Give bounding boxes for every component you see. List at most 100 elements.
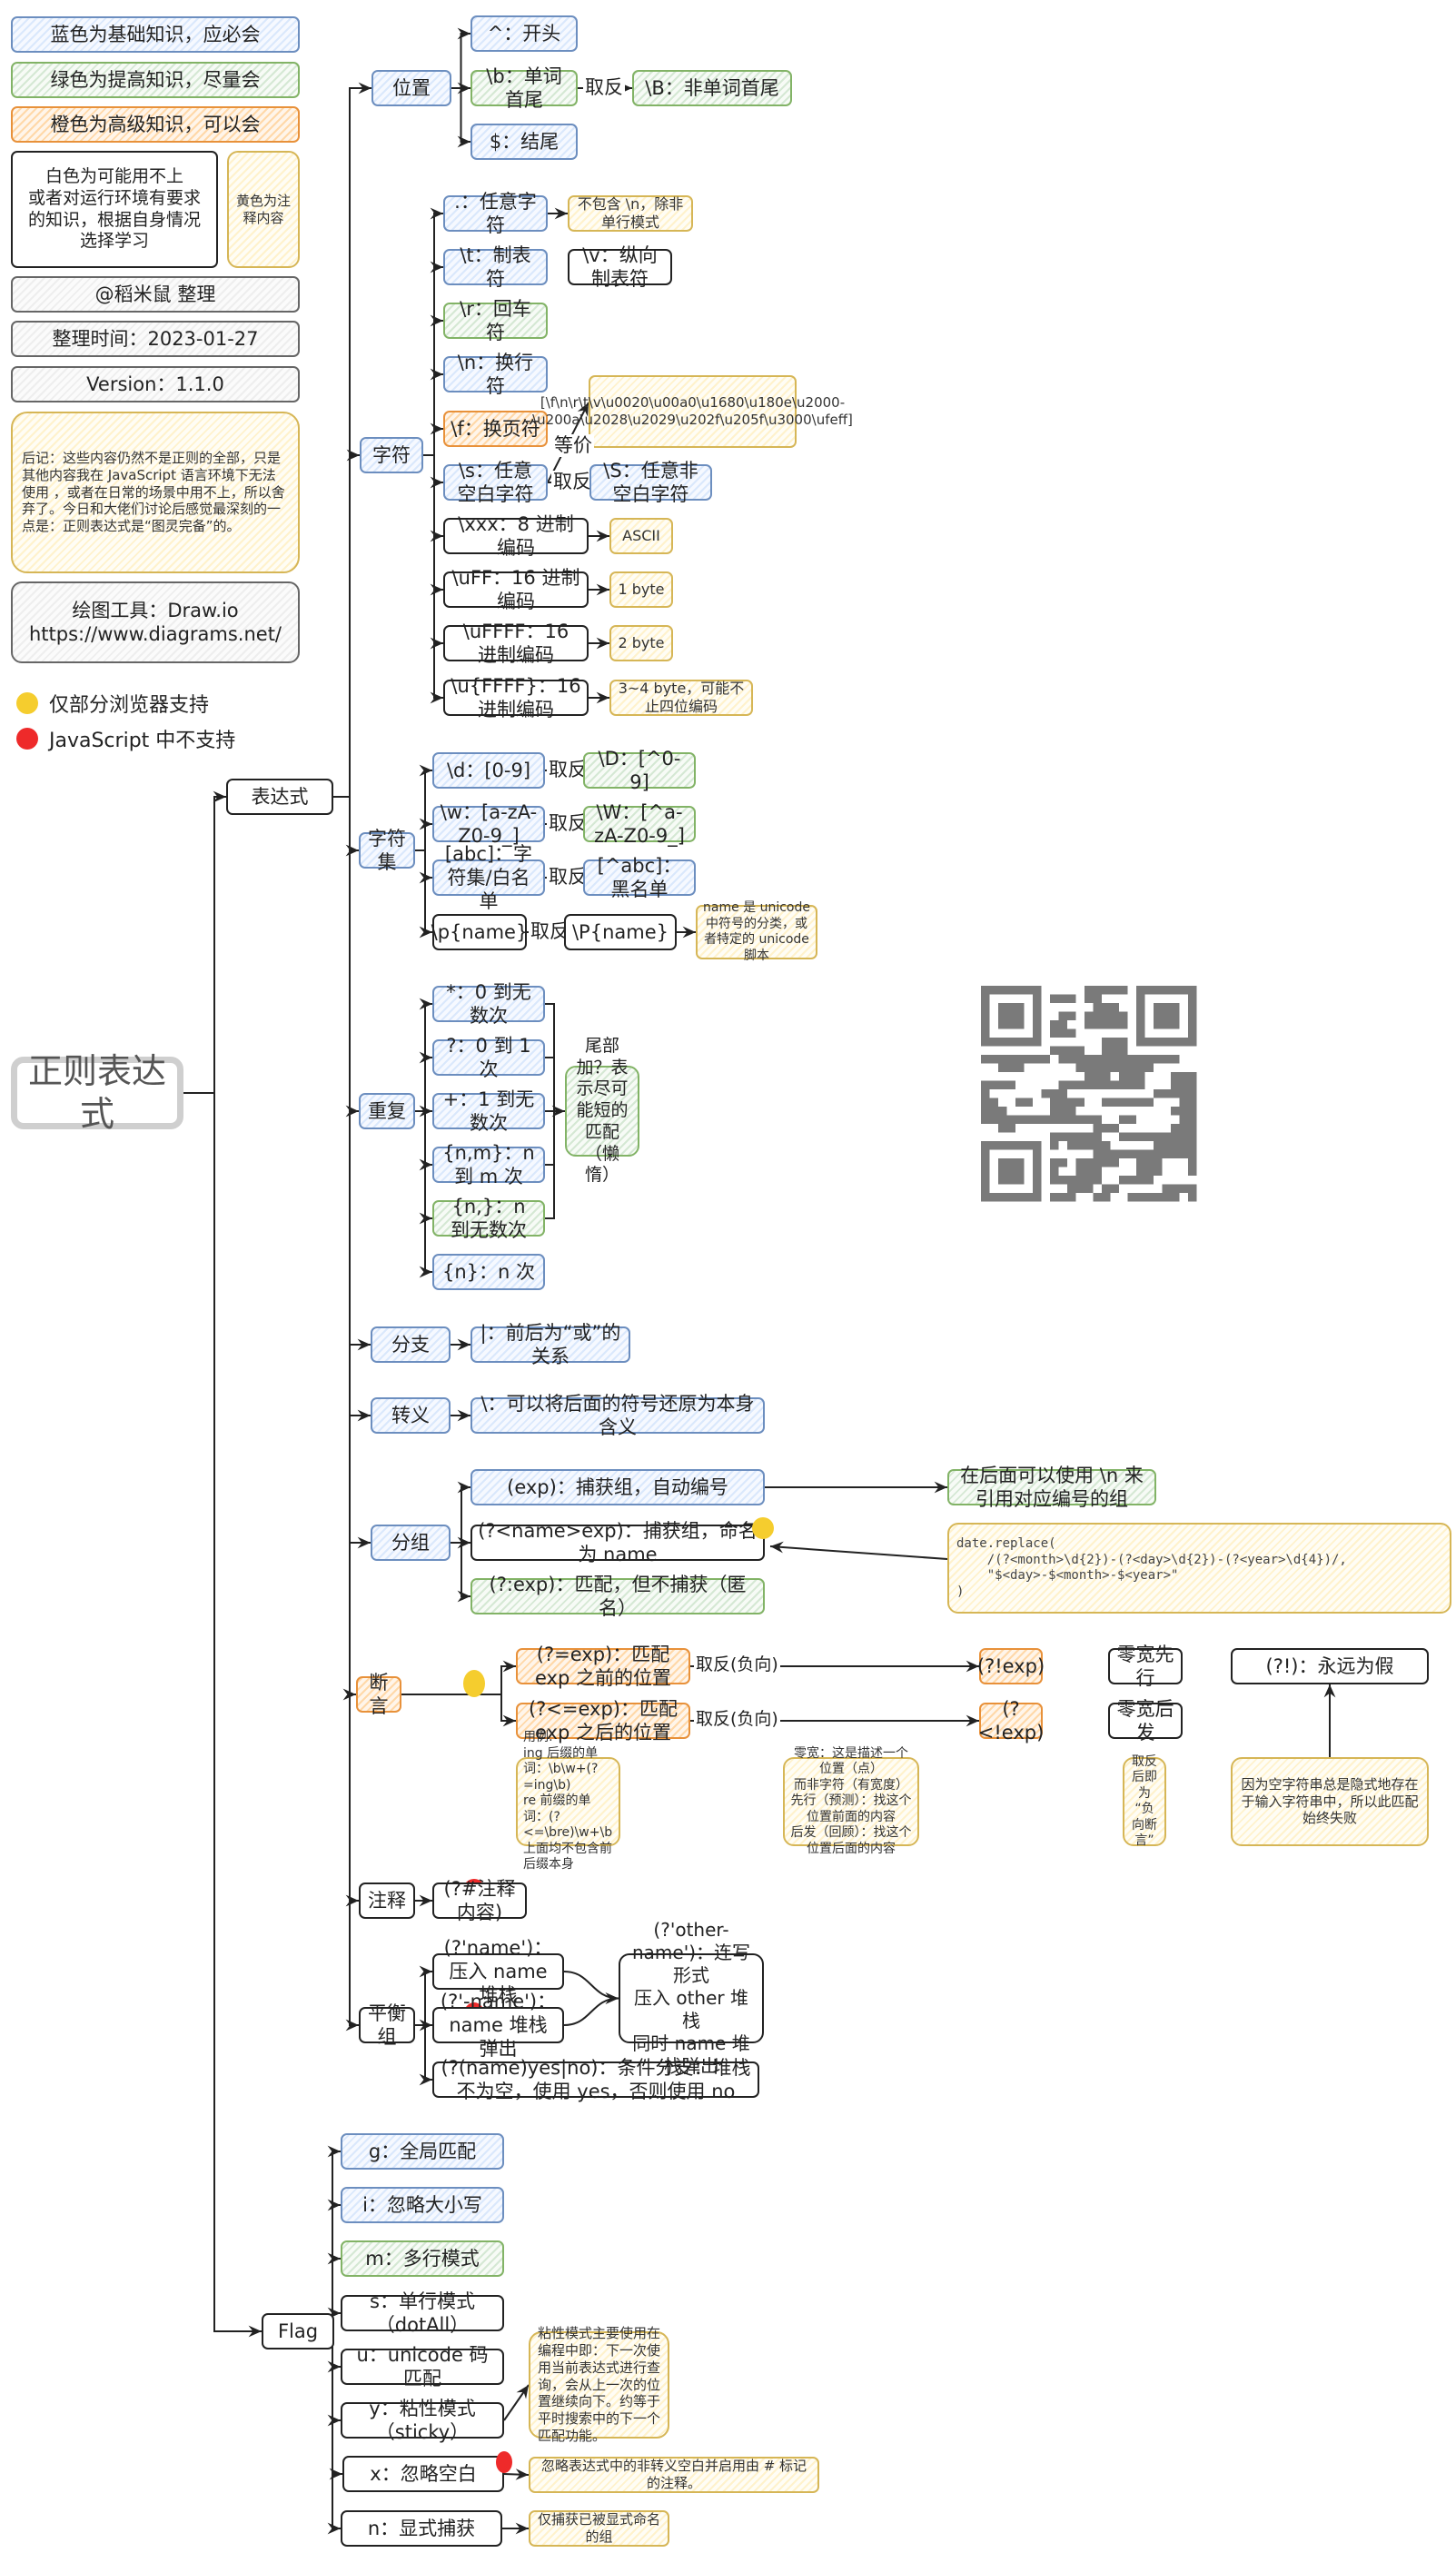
pos-dollar[interactable]: $：结尾 <box>470 124 578 160</box>
cat-position[interactable]: 位置 <box>371 70 451 106</box>
flag-n[interactable]: n：显式捕获 <box>341 2510 502 2547</box>
connector <box>333 796 359 857</box>
note-unicode-prop: name 是 unicode 中符号的分类，或者特定的 unicode 脚本 <box>696 900 817 963</box>
repeat-plus[interactable]: +：1 到无数次 <box>432 1088 545 1134</box>
connector <box>769 1541 948 1560</box>
char-vtab[interactable]: \v：纵向制表符 <box>568 244 672 290</box>
char-non-whitespace[interactable]: \S：任意非空白字符 <box>589 460 712 505</box>
assert-neg-lookbehind[interactable]: (?<!exp) <box>977 1697 1045 1743</box>
note-2byte: 2 byte <box>609 625 673 661</box>
branch-pipe[interactable]: |：前后为“或”的关系 <box>470 1322 630 1367</box>
cat-charset[interactable]: 字符集 <box>359 828 415 873</box>
connector <box>563 1971 619 2004</box>
balance-push[interactable]: (?'name')：压入 name 堆栈 <box>432 1937 564 2006</box>
connector <box>563 1992 619 2026</box>
cat-repeat[interactable]: 重复 <box>359 1093 415 1129</box>
comment-syntax[interactable]: (?#注释内容) <box>432 1878 527 1923</box>
repeat-n-plus[interactable]: {n,}：n 到无数次 <box>432 1196 545 1241</box>
balance-combined[interactable]: (?'other-name')：连写形式 压入 other 堆栈 同时 name… <box>619 1919 764 2077</box>
node-flag[interactable]: Flag <box>262 2313 334 2349</box>
char-hex-braced[interactable]: \u{FFFF}：16 进制编码 <box>443 675 589 720</box>
connector <box>401 1694 516 1727</box>
char-lf[interactable]: \n：换行符 <box>443 352 548 397</box>
escape-backslash[interactable]: \：可以将后面的符号还原为本身含义 <box>470 1393 765 1438</box>
assert-always-false[interactable]: (?!)：永远为假 <box>1231 1648 1429 1684</box>
repeat-n[interactable]: {n}：n 次 <box>432 1254 545 1290</box>
connector <box>451 1542 470 1603</box>
group-capture[interactable]: (exp)：捕获组，自动编号 <box>470 1469 765 1505</box>
pos-word-boundary[interactable]: \b：单词首尾 <box>470 65 578 111</box>
connector <box>423 454 443 542</box>
connector <box>327 2330 341 2535</box>
flag-m[interactable]: m：多行模式 <box>341 2240 504 2277</box>
pos-caret[interactable]: ^：开头 <box>470 15 578 52</box>
node-expression[interactable]: 表达式 <box>226 779 333 815</box>
connector <box>503 2469 530 2480</box>
cat-branch[interactable]: 分支 <box>371 1326 451 1363</box>
cat-chars[interactable]: 字符 <box>360 437 423 473</box>
char-hex-ffff[interactable]: \uFFFF：16 进制编码 <box>443 621 589 666</box>
charset-non-word[interactable]: \W：[^a-zA-Z0-9_] <box>583 801 696 847</box>
char-tab[interactable]: \t：制表符 <box>443 244 548 290</box>
char-hex-ff[interactable]: \uFF：16 进制编码 <box>443 567 589 612</box>
cat-comment[interactable]: 注释 <box>359 1883 415 1919</box>
connector <box>415 849 432 939</box>
qr-code <box>981 986 1197 1202</box>
repeat-question[interactable]: ?：0 到 1 次 <box>432 1035 545 1080</box>
char-octal[interactable]: \xxx：8 进制编码 <box>443 513 589 559</box>
assert-lookbehind[interactable]: (?<=exp)：匹配 exp 之后的位置 <box>516 1698 690 1743</box>
char-dot[interactable]: .：任意字符 <box>443 191 548 236</box>
flag-x[interactable]: x：忽略空白 <box>342 2456 504 2492</box>
connector <box>423 207 443 456</box>
equivalent-label: 等价 <box>552 434 594 458</box>
legend-white: 白色为可能用不上 或者对运行环境有要求 的知识，根据自身情况 选择学习 <box>11 151 218 268</box>
pos-non-word-boundary[interactable]: \B：非单词首尾 <box>632 70 792 106</box>
unsupported-dot-icon <box>16 728 38 750</box>
cat-escape[interactable]: 转义 <box>371 1397 451 1434</box>
cat-group[interactable]: 分组 <box>371 1525 451 1561</box>
cat-assert[interactable]: 断言 <box>356 1672 401 1717</box>
connector <box>415 2024 432 2086</box>
cat-balance[interactable]: 平衡组 <box>359 2002 415 2048</box>
note-assert-examples: 用例: ing 后缀的单词：\b\w+(?=ing\b) re 前缀的单词：(?… <box>516 1730 620 1872</box>
assert-lookahead[interactable]: (?=exp)：匹配 exp 之前的位置 <box>516 1644 690 1689</box>
char-whitespace[interactable]: \s：任意空白字符 <box>443 460 548 505</box>
connector <box>423 422 443 456</box>
charset-non-unicode-prop[interactable]: \P{name} <box>564 914 677 950</box>
charset-non-digit[interactable]: \D：[^0-9] <box>583 748 696 793</box>
balance-conditional[interactable]: (?(name)yes|no)：条件分支：堆栈不为空，使用 yes，否则使用 n… <box>432 2057 759 2102</box>
repeat-star[interactable]: *：0 到无数次 <box>432 981 545 1027</box>
group-non-capture[interactable]: (?:exp)：匹配，但不捕获（匿名） <box>470 1574 765 1619</box>
connector <box>423 454 443 704</box>
charset-blacklist[interactable]: [^abc]：黑名单 <box>583 855 696 900</box>
postscript-note: 后记：这些内容仍然不是正则的全部，只是其他内容我在 JavaScript 语言环… <box>11 412 300 573</box>
connector <box>423 261 443 456</box>
balance-pop[interactable]: (?'-name')：name 堆栈弹出 <box>432 1991 564 2060</box>
group-named[interactable]: (?<name>exp)：捕获组，命名为 name <box>470 1520 765 1565</box>
flag-u[interactable]: u：unicode 码匹配 <box>341 2344 504 2389</box>
char-cr[interactable]: \r：回车符 <box>443 298 548 343</box>
charset-digit[interactable]: \d：[0-9] <box>432 752 545 789</box>
connector <box>451 87 470 148</box>
assert-neg-lookahead[interactable]: (?!exp) <box>977 1648 1045 1684</box>
negate-label: 取反 <box>547 866 589 889</box>
charset-unicode-prop[interactable]: \p{name} <box>431 914 528 950</box>
flag-i[interactable]: i：忽略大小写 <box>341 2187 504 2223</box>
root-regex[interactable]: 正则表达式 <box>11 1051 183 1134</box>
flag-g[interactable]: g：全局匹配 <box>341 2133 504 2170</box>
char-ff[interactable]: \f：换页符 <box>443 411 548 447</box>
connector <box>423 454 443 489</box>
drawing-tool: 绘图工具：Draw.io https://www.diagrams.net/ <box>11 581 300 663</box>
flag-y[interactable]: y：粘性模式（sticky） <box>341 2398 504 2443</box>
connector <box>401 1660 516 1695</box>
charset-whitelist[interactable]: [abc]：字符集/白名单 <box>432 843 545 912</box>
note-code-example: date.replace( /(?<month>\d{2})-(?<day>\d… <box>947 1523 1451 1614</box>
repeat-n-m[interactable]: {n,m}：n 到 m 次 <box>432 1142 545 1187</box>
note-dot: 不包含 \n，除非单行模式 <box>568 195 693 232</box>
flag-s[interactable]: s：单行模式（dotAll） <box>341 2290 504 2336</box>
partial-support-dot-icon <box>752 1517 774 1539</box>
connector <box>415 1110 432 1171</box>
charset-word[interactable]: \w：[a-zA-Z0-9_] <box>432 801 545 847</box>
negate-label: 取反 <box>547 759 589 782</box>
connector <box>333 796 359 1118</box>
